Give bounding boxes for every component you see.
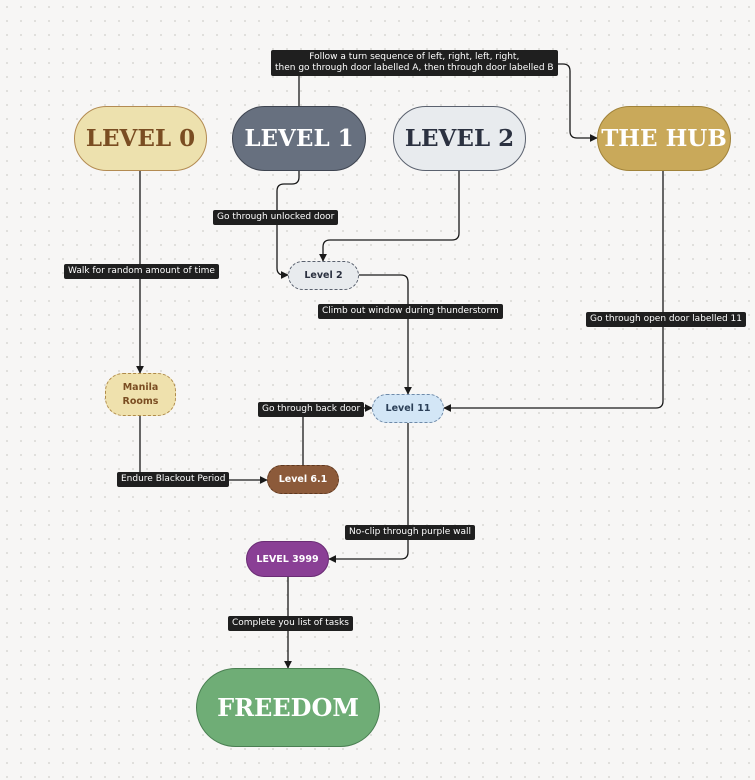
node-level-3999-label: LEVEL 3999 <box>256 553 319 565</box>
edge-label-thunderstorm: Climb out window during thunderstorm <box>318 304 503 319</box>
edge-label-turn-sequence-line1: Follow a turn sequence of left, right, l… <box>309 52 520 62</box>
node-freedom-label: FREEDOM <box>217 693 359 722</box>
node-the-hub[interactable]: THE HUB <box>597 106 731 171</box>
node-level-0-label: LEVEL 0 <box>85 125 196 152</box>
node-manila-rooms-label-line2: Rooms <box>122 395 159 407</box>
edge-label-random-time: Walk for random amount of time <box>64 264 219 279</box>
edge-label-unlocked-door: Go through unlocked door <box>213 210 339 225</box>
edge-manila-to-level61 <box>139 416 268 484</box>
edge-level1-to-hub <box>298 63 598 142</box>
node-level-1[interactable]: LEVEL 1 <box>232 106 366 171</box>
node-level-11-label: Level 11 <box>385 403 431 414</box>
edge-label-turn-sequence: Follow a turn sequence of left, right, l… <box>271 50 558 76</box>
node-the-hub-label: THE HUB <box>601 125 727 152</box>
node-freedom[interactable]: FREEDOM <box>196 668 380 747</box>
node-level-6-1[interactable]: Level 6.1 <box>267 465 339 494</box>
edge-level2-to-level2-sub <box>319 171 460 262</box>
edge-level11-to-level3999 <box>328 423 409 563</box>
edge-label-open-door-11: Go through open door labelled 11 <box>586 312 747 327</box>
edge-label-back-door: Go through back door <box>258 402 365 417</box>
node-level-2-sub-label: Level 2 <box>304 270 343 281</box>
node-level-1-label: LEVEL 1 <box>244 125 354 152</box>
node-level-2[interactable]: LEVEL 2 <box>393 106 526 171</box>
edge-level2-sub-to-level11 <box>359 274 412 395</box>
node-level-2-label: LEVEL 2 <box>404 125 515 152</box>
node-manila-rooms-label-line1: Manila <box>122 381 159 393</box>
edge-hub-to-level11 <box>443 171 664 412</box>
edge-level1-to-level2-sub <box>276 171 300 279</box>
edge-label-tasks: Complete you list of tasks <box>228 616 353 631</box>
node-level-11[interactable]: Level 11 <box>372 394 444 423</box>
node-level-3999[interactable]: LEVEL 3999 <box>246 541 329 577</box>
edge-label-turn-sequence-line2: then go through door labelled A, then th… <box>275 63 554 73</box>
node-level-0[interactable]: LEVEL 0 <box>74 106 207 171</box>
node-manila-rooms[interactable]: Manila Rooms <box>105 373 176 416</box>
node-level-6-1-label: Level 6.1 <box>278 474 328 485</box>
node-level-2-sub[interactable]: Level 2 <box>288 261 359 290</box>
edge-label-purple-wall: No-clip through purple wall <box>345 525 476 540</box>
edge-label-blackout: Endure Blackout Period <box>117 472 230 487</box>
